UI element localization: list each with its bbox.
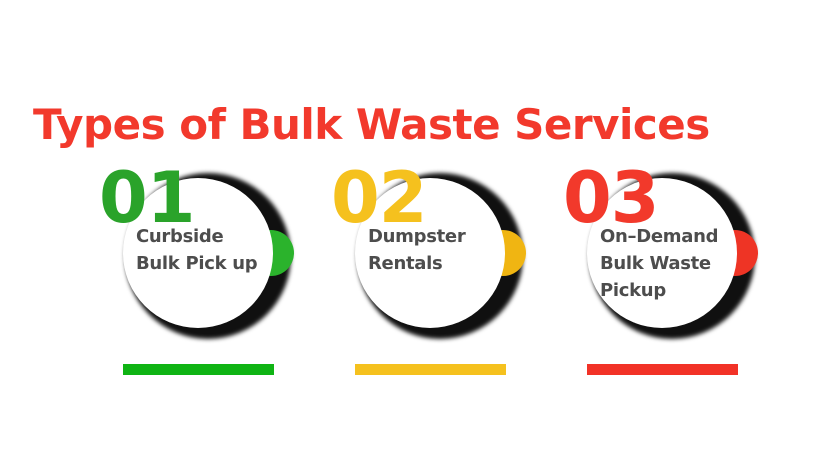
service-label: Dumpster Rentals [368, 223, 513, 277]
service-label: On–Demand Bulk Waste Pickup [600, 223, 745, 304]
service-circle [355, 178, 505, 328]
service-label-line: Curbside [136, 226, 224, 247]
service-label-line: Dumpster [368, 226, 466, 247]
service-number: 01 [99, 157, 195, 239]
service-number: 03 [563, 157, 659, 239]
service-card-curbside: 01 Curbside Bulk Pick up [98, 155, 310, 387]
service-label: Curbside Bulk Pick up [136, 223, 281, 277]
service-label-line: Bulk Pick up [136, 253, 258, 274]
service-card-dumpster: 02 Dumpster Rentals [330, 155, 542, 387]
accent-underline-bar [355, 364, 506, 375]
service-label-line: Bulk Waste [600, 253, 711, 274]
service-label-line: Pickup [600, 280, 666, 301]
accent-underline-bar [587, 364, 738, 375]
service-card-on-demand: 03 On–Demand Bulk Waste Pickup [562, 155, 774, 387]
service-circle [123, 178, 273, 328]
service-circle [587, 178, 737, 328]
service-label-line: Rentals [368, 253, 443, 274]
service-number: 02 [331, 157, 427, 239]
accent-underline-bar [123, 364, 274, 375]
service-label-line: On–Demand [600, 226, 719, 247]
page-title: Types of Bulk Waste Services [33, 100, 710, 150]
